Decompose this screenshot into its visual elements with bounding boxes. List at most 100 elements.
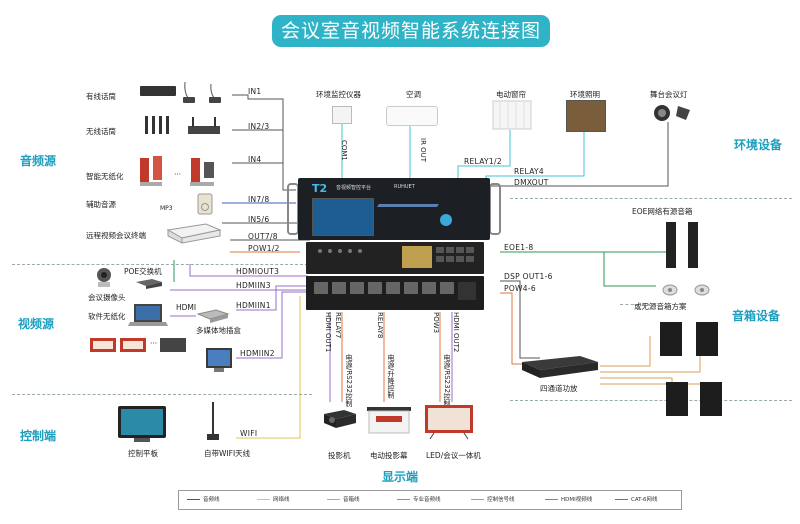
legend-label: CAT-6网线 (631, 497, 658, 503)
aircon-icon (386, 106, 438, 126)
section-video: 视频源 (18, 317, 55, 331)
label-led: LED/会议一体机 (426, 451, 481, 460)
legend-item: 网络线 (257, 495, 290, 503)
port-hdmiin3: HDMIIN3 (236, 281, 271, 290)
port-pow46: POW4-6 (504, 284, 536, 293)
wire-amp-spk1 (600, 336, 651, 367)
port-wifi: WIFI (240, 429, 258, 438)
legend-label: 网络线 (273, 497, 290, 503)
wire-dmx (486, 122, 669, 187)
wire-amp-spk3 (600, 377, 673, 384)
port-com1: COM1 (340, 140, 348, 161)
box-speaker-icon-4 (700, 382, 722, 416)
box-speaker-icon-2 (696, 322, 718, 356)
label-paperless: 智能无纸化 (86, 172, 124, 181)
main-unit-brand: RUHUET (394, 184, 415, 190)
label-power-ctrl: 电源/RS232控制 (345, 354, 353, 408)
projector-icon (322, 406, 358, 430)
label-wireless-mic: 无线话筒 (86, 127, 116, 136)
wire-eoe (500, 251, 656, 287)
main-unit-subtitle: 音视频智控平台 (336, 185, 372, 191)
paperless-terminal-icon (138, 154, 168, 190)
legend-label: 控制信号线 (487, 497, 515, 503)
port-pow12: POW1/2 (248, 244, 280, 253)
label-env-monitor: 环境监控仪器 (316, 90, 361, 99)
wire-wifi (236, 296, 301, 439)
page-title: 会议室音视频智能系统连接图 (272, 15, 550, 47)
main-control-unit: T2 音视频智控平台 RUHUET (298, 178, 490, 240)
legend-item: CAT-6网线 (615, 495, 658, 503)
port-dmxout: DMXOUT (514, 178, 549, 187)
label-software-paperless: 软件无纸化 (88, 312, 126, 321)
legend-swatch (471, 498, 484, 500)
section-speaker: 音箱设备 (732, 309, 781, 323)
legend-swatch (187, 498, 200, 500)
port-hdmiout1: HDMI OUT1 (324, 312, 332, 353)
wire-in1 (232, 94, 296, 191)
port-irout: IR OUT (419, 138, 427, 163)
gooseneck-mic-icon-2 (208, 82, 224, 104)
port-in78: IN7/8 (248, 195, 270, 204)
port-in4: IN4 (248, 155, 262, 164)
port-in23: IN2/3 (248, 122, 270, 131)
label-mp3: MP3 (160, 205, 173, 212)
label-camera: 会议摄像头 (88, 293, 126, 302)
label-wifi-antenna: 自带WIFI天线 (204, 449, 251, 458)
port-relay12: RELAY1/2 (464, 157, 502, 166)
legend-item: HDMI视频线 (545, 495, 592, 503)
label-wired-mic: 有线话筒 (86, 92, 116, 101)
column-speaker-icon (666, 222, 676, 268)
section-control: 控制端 (20, 429, 57, 443)
port-in1: IN1 (248, 87, 262, 96)
led-display-icon (424, 404, 474, 440)
port-hdmiout3: HDMIOUT3 (236, 267, 280, 276)
amplifier-icon (520, 354, 600, 380)
legend-swatch (615, 498, 628, 500)
box-speaker-icon (660, 322, 682, 356)
main-unit-light-strip (377, 204, 439, 207)
mixer-icon (140, 86, 176, 96)
env-monitor-icon (332, 106, 352, 124)
divider-audio (12, 264, 308, 265)
section-display: 显示端 (382, 470, 419, 484)
legend-label: HDMI视频线 (561, 497, 593, 503)
port-hdmiin2: HDMIIN2 (240, 349, 275, 358)
ellipsis-paperless: ··· (174, 170, 182, 179)
legend: 音频线 网络线 音箱线 专业音频线 控制信号线 HDMI视频线 CAT-6网线 (178, 490, 682, 510)
legend-item: 音频线 (187, 495, 220, 503)
mp3-player-icon (194, 192, 216, 216)
desktop-terminal-icon (204, 346, 234, 374)
wire-hdmiout3 (189, 264, 308, 277)
divider-right-low (510, 400, 792, 401)
port-hdmiout2: HDMI OUT2 (452, 312, 460, 353)
legend-label: 专业音频线 (413, 497, 441, 503)
label-eoe-speaker: EOE网络有源音箱 (632, 207, 693, 216)
wire-dsp (500, 280, 540, 359)
laptop-icon (128, 302, 168, 328)
wire-hdmiin2 (236, 291, 308, 359)
port-eoe: EOE1-8 (504, 243, 534, 252)
audio-processor-unit (306, 242, 484, 274)
label-projector: 投影机 (328, 451, 351, 460)
label-lighting: 环境照明 (570, 90, 600, 99)
projection-screen-icon (366, 406, 412, 436)
label-power-ctrl2: 电源/RS232控制 (443, 354, 451, 408)
port-relay8: RELAY8 (376, 312, 384, 339)
port-relay7: RELAY7 (334, 312, 342, 339)
legend-swatch (327, 498, 340, 500)
stage-light-icon (652, 102, 692, 124)
label-aux-audio: 辅助音源 (86, 200, 116, 209)
ellipsis-software: ··· (150, 339, 158, 348)
label-hdmi: HDMI (176, 303, 197, 312)
legend-label: 音箱线 (343, 497, 360, 503)
label-media-box: 多媒体地插盒 (196, 326, 241, 335)
label-passive-speaker: 或无源音箱方案 (634, 302, 687, 311)
main-unit-screen (312, 198, 374, 236)
legend-swatch (397, 498, 410, 500)
floor-box-icon (196, 308, 230, 324)
legend-swatch (545, 498, 558, 500)
port-pow3: POW3 (432, 312, 440, 334)
port-relay4: RELAY4 (514, 167, 545, 176)
label-screen: 电动投影幕 (370, 451, 408, 460)
divider-env (510, 198, 792, 199)
